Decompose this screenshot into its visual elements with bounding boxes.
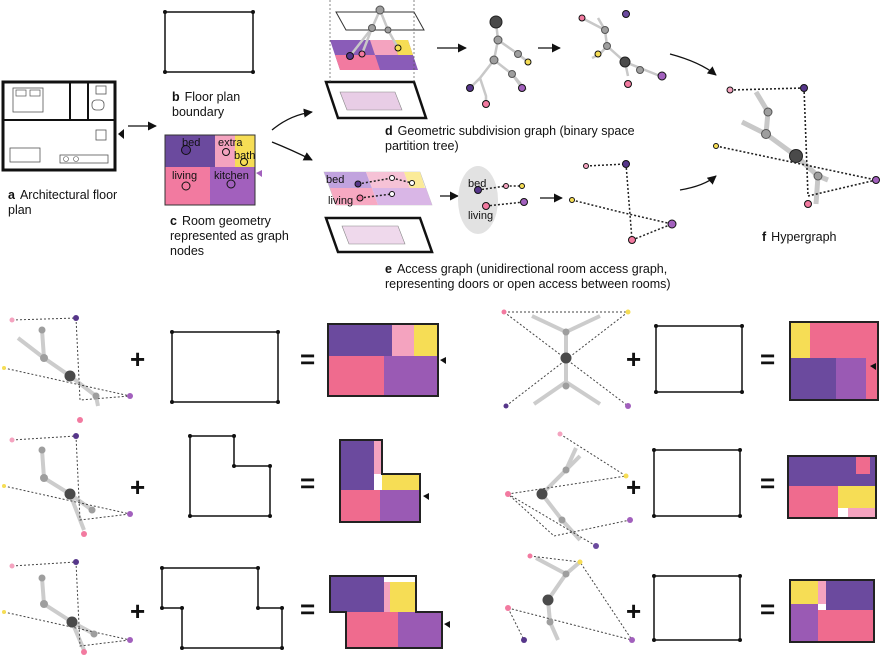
generated-plan-1 bbox=[327, 323, 446, 397]
example-hypergraph-3 bbox=[2, 559, 133, 655]
caption-e-letter: e bbox=[385, 262, 392, 276]
plus-operator-5: + bbox=[130, 596, 146, 626]
example-hypergraph-5 bbox=[505, 431, 633, 549]
plus-operator-4: + bbox=[626, 472, 642, 502]
room-label-bath: bath bbox=[234, 150, 256, 162]
room-label-extra: extra bbox=[218, 137, 243, 149]
caption-f-letter: f bbox=[762, 230, 767, 244]
plus-operator-2: + bbox=[626, 344, 642, 374]
caption-f-text: Hypergraph bbox=[771, 230, 837, 244]
equals-operator-1: = bbox=[300, 344, 316, 374]
access-label-living: living bbox=[328, 195, 354, 207]
plus-operator-3: + bbox=[130, 472, 146, 502]
plus-operator-1: + bbox=[130, 344, 146, 374]
equals-operator-3: = bbox=[300, 468, 316, 498]
equals-operator-4: = bbox=[760, 468, 776, 498]
room-label-kitchen: kitchen bbox=[214, 170, 249, 182]
floor-plan-boundary bbox=[163, 10, 255, 74]
equals-operator-5: = bbox=[300, 594, 316, 624]
caption-a-text: Architectural floor plan bbox=[8, 188, 118, 217]
example-hypergraph-2 bbox=[2, 433, 133, 537]
hypergraph bbox=[713, 84, 880, 208]
access-layers bbox=[323, 171, 434, 254]
subdivision-layers bbox=[324, 0, 428, 120]
caption-b-text: Floor plan boundary bbox=[172, 90, 241, 119]
access-graph-flattened bbox=[569, 160, 677, 244]
generated-plan-2 bbox=[789, 321, 879, 401]
generated-plan-6 bbox=[789, 579, 875, 643]
room-label-living: living bbox=[172, 170, 198, 182]
room-label-bed: bed bbox=[182, 137, 201, 149]
boundary-vertices bbox=[160, 324, 744, 650]
caption-c-letter: c bbox=[170, 214, 177, 228]
flow-arrows bbox=[128, 43, 717, 203]
equals-operator-6: = bbox=[760, 594, 776, 624]
example-hypergraph-1 bbox=[2, 315, 133, 423]
plus-operator-6: + bbox=[626, 596, 642, 626]
group-label-living: living bbox=[468, 210, 494, 222]
architectural-floor-plan bbox=[1, 80, 124, 172]
generated-plan-5 bbox=[329, 575, 450, 649]
caption-d-letter: d bbox=[385, 124, 393, 138]
caption-d-text: Geometric subdivision graph (binary spac… bbox=[385, 124, 635, 153]
caption-a-letter: a bbox=[8, 188, 15, 202]
caption-f: f Hypergraph bbox=[762, 230, 872, 245]
bsp-tree-graph bbox=[466, 15, 532, 108]
caption-e-text: Access graph (unidirectional room access… bbox=[385, 262, 671, 291]
example-boundaries bbox=[161, 325, 743, 649]
bsp-tree-graph-flattened bbox=[578, 10, 667, 88]
group-label-bed: bed bbox=[468, 178, 487, 190]
access-graph-grouped bbox=[458, 166, 528, 234]
example-hypergraph-6 bbox=[505, 553, 635, 643]
generated-plan-4 bbox=[787, 455, 877, 519]
caption-b-letter: b bbox=[172, 90, 180, 104]
equals-operator-2: = bbox=[760, 344, 776, 374]
caption-c-text: Room geometry represented as graph nodes bbox=[170, 214, 289, 258]
example-hypergraph-4 bbox=[501, 309, 631, 409]
access-label-bed: bed bbox=[326, 174, 345, 186]
room-geometry-graph-nodes bbox=[164, 134, 262, 206]
generated-plan-3 bbox=[339, 439, 429, 523]
